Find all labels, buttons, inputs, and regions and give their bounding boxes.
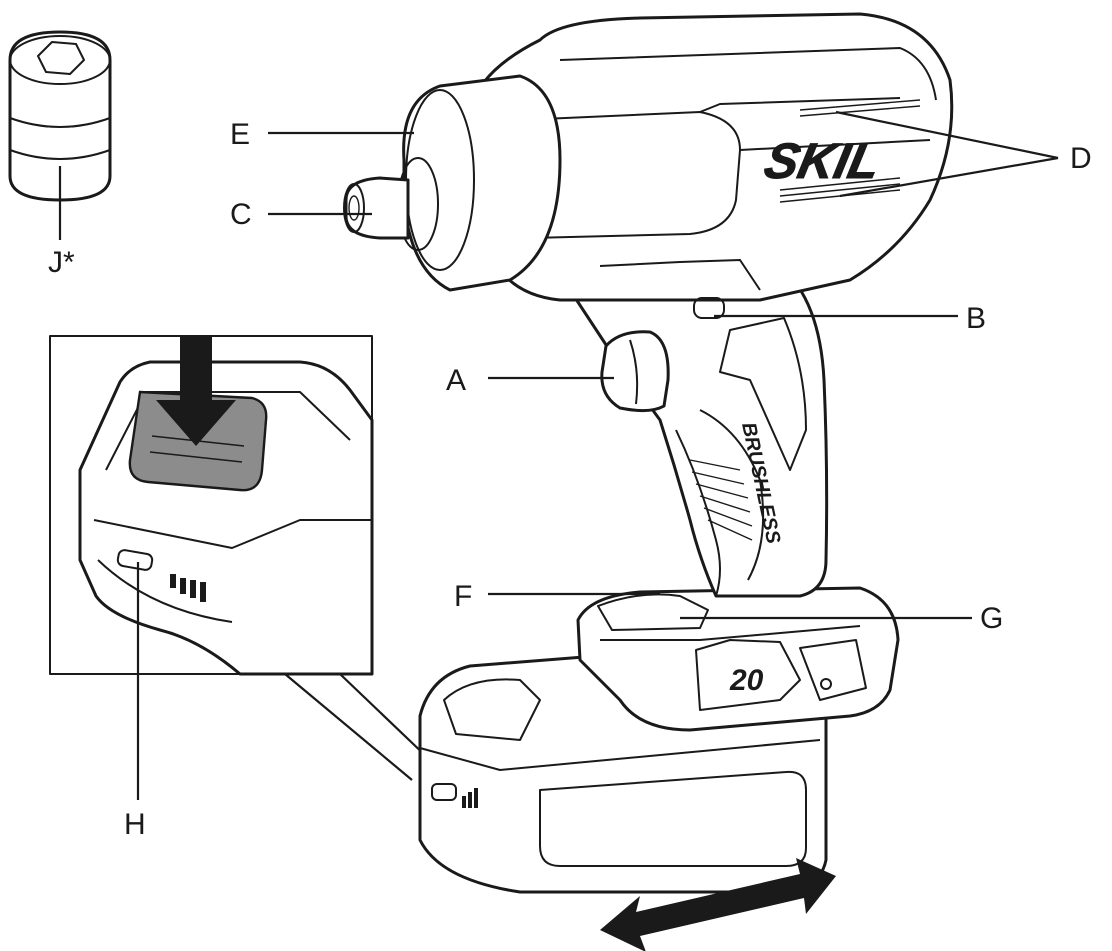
label-a: A bbox=[446, 364, 466, 397]
label-f: F bbox=[454, 580, 472, 613]
label-g: G bbox=[980, 602, 1003, 635]
label-d: D bbox=[1070, 142, 1092, 175]
tool-base: 20 bbox=[576, 586, 900, 732]
callout-lines bbox=[58, 110, 1059, 800]
battery-inset bbox=[49, 335, 431, 781]
front-head bbox=[343, 74, 562, 292]
label-h: H bbox=[124, 808, 146, 841]
brand-logo: SKIL bbox=[760, 133, 886, 189]
label-b: B bbox=[966, 302, 986, 335]
voltage-marking: 20 bbox=[729, 664, 764, 697]
trigger bbox=[600, 330, 670, 413]
label-e: E bbox=[230, 118, 250, 151]
label-c: C bbox=[230, 198, 252, 231]
slide-direction-arrow bbox=[600, 858, 836, 951]
socket-drawing bbox=[8, 30, 112, 202]
label-j: J* bbox=[48, 246, 75, 279]
